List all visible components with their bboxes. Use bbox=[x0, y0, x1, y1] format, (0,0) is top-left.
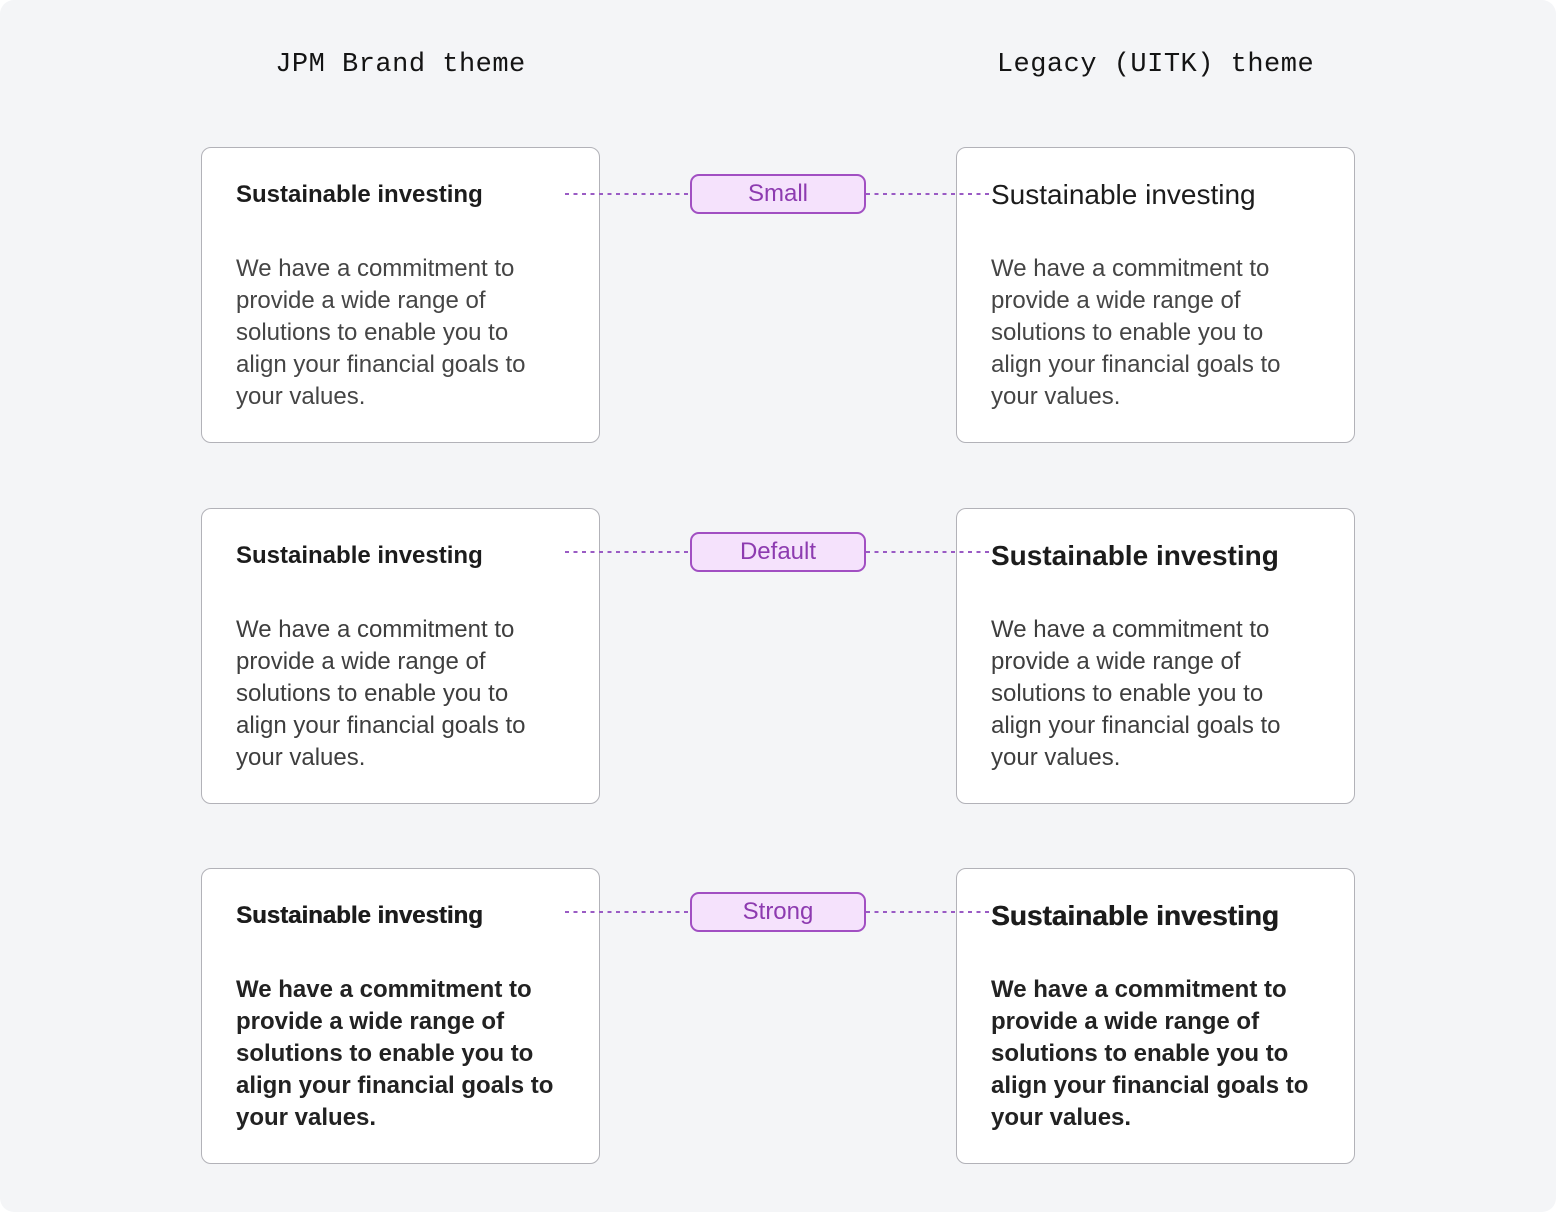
card-title: Sustainable investing bbox=[991, 179, 1256, 210]
card-title: Sustainable investing bbox=[236, 542, 483, 569]
column-header-jpm-brand-theme: JPM Brand theme bbox=[275, 50, 526, 80]
connector-line-left bbox=[565, 551, 690, 553]
connector-small: Small bbox=[565, 174, 989, 214]
connector-line-left bbox=[565, 193, 690, 195]
connector-default: Default bbox=[565, 532, 989, 572]
card-title: Sustainable investing bbox=[236, 181, 483, 208]
variant-badge-default: Default bbox=[690, 532, 866, 572]
card-jpm-default: Sustainable investing We have a commitme… bbox=[201, 508, 600, 804]
card-jpm-strong: Sustainable investing We have a commitme… bbox=[201, 868, 600, 1164]
card-jpm-small: Sustainable investing We have a commitme… bbox=[201, 147, 600, 443]
connector-line-right bbox=[866, 193, 989, 195]
card-body-text: We have a commitment to provide a wide r… bbox=[991, 616, 1281, 771]
card-title: Sustainable investing bbox=[991, 540, 1279, 571]
card-title: Sustainable investing bbox=[991, 900, 1279, 931]
card-legacy-strong: Sustainable investing We have a commitme… bbox=[956, 868, 1355, 1164]
connector-strong: Strong bbox=[565, 892, 989, 932]
column-header-legacy-uitk-theme: Legacy (UITK) theme bbox=[996, 50, 1315, 80]
connector-line-right bbox=[866, 551, 989, 553]
card-legacy-default: Sustainable investing We have a commitme… bbox=[956, 508, 1355, 804]
card-legacy-small: Sustainable investing We have a commitme… bbox=[956, 147, 1355, 443]
card-body-text: We have a commitment to provide a wide r… bbox=[236, 255, 526, 410]
variant-badge-strong: Strong bbox=[690, 892, 866, 932]
card-body-text: We have a commitment to provide a wide r… bbox=[236, 976, 554, 1131]
card-body-text: We have a commitment to provide a wide r… bbox=[991, 976, 1309, 1131]
card-body-text: We have a commitment to provide a wide r… bbox=[236, 616, 526, 771]
card-body-text: We have a commitment to provide a wide r… bbox=[991, 255, 1281, 410]
connector-line-right bbox=[866, 911, 989, 913]
variant-badge-small: Small bbox=[690, 174, 866, 214]
connector-line-left bbox=[565, 911, 690, 913]
card-title: Sustainable investing bbox=[236, 902, 483, 929]
